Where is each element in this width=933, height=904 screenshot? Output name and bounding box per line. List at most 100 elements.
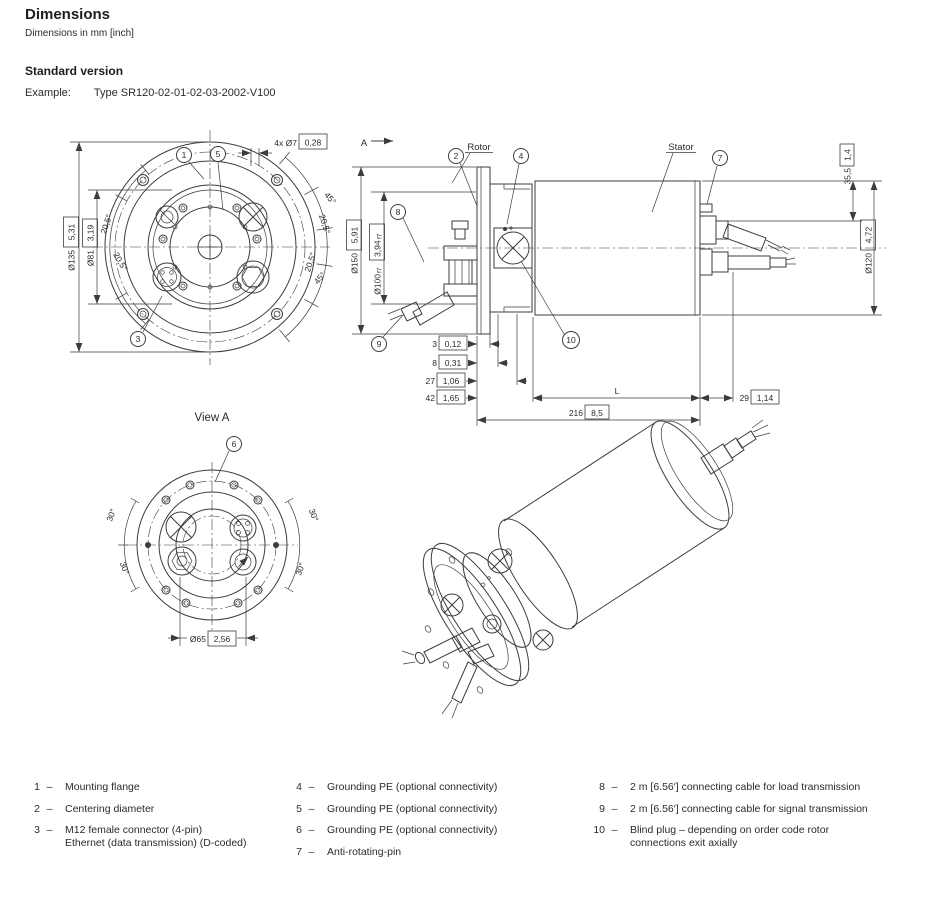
dim-216: 216 8,5 — [569, 404, 610, 420]
svg-text:Ø150: Ø150 — [350, 253, 360, 274]
svg-text:Rotor: Rotor — [467, 142, 490, 153]
legend-item-3: 3 – M12 female connector (4-pin) Etherne… — [27, 824, 282, 850]
svg-text:1,14: 1,14 — [757, 393, 774, 403]
balloon-7: 7 — [706, 150, 728, 205]
balloon-3-number: 3 — [136, 334, 141, 344]
svg-text:9: 9 — [377, 339, 382, 349]
balloon-4: 4 — [503, 148, 529, 231]
legend-item-9: 9 – 2 m [6.56′] connecting cable for sig… — [592, 803, 922, 816]
legend-item-number: 7 — [296, 845, 302, 858]
legend-item-text: Centering diameter — [65, 802, 155, 815]
legend-item-number: 3 — [34, 824, 40, 836]
dim-bolt-circle: Ø65 2,56 — [168, 577, 258, 647]
dim-29: 29 1,14 — [740, 389, 780, 405]
balloon-8: 8 — [390, 204, 425, 263]
length-dim-chain: 3 0,12 8 0,31 27 1,06 42 1,65 — [426, 272, 780, 426]
svg-text:35,5: 35,5 — [843, 168, 853, 185]
m12-connector — [152, 262, 182, 292]
view-arrow-label: A — [361, 138, 368, 149]
example-label: Example: — [25, 87, 71, 99]
svg-text:8,5: 8,5 — [591, 408, 603, 418]
balloon-3: 3 — [130, 295, 163, 347]
dim-pitch-diameter: Ø81 3,19 — [82, 189, 172, 305]
legend-item-number: 1 — [34, 781, 40, 793]
view-a-gland — [167, 546, 197, 576]
dim-mounting-holes: 4x Ø7 0,28 — [238, 133, 328, 166]
legend-item-number: 8 — [599, 781, 605, 793]
legend-item-dash: – — [308, 781, 315, 793]
aux-connector — [155, 205, 179, 229]
dim-27: 27 1,06 — [426, 372, 466, 388]
svg-text:f7: f7 — [377, 233, 384, 239]
svg-text:Ø100: Ø100 — [373, 274, 383, 295]
iso-flange-holes — [424, 548, 513, 694]
angle-30-right-bottom: 30° — [293, 561, 307, 577]
view-a-title: View A — [195, 412, 230, 424]
balloon-5-number: 5 — [216, 149, 221, 159]
legend-item-text-line2: connections exit axially — [630, 837, 738, 849]
legend-item-text-line1: M12 female connector (4-pin) — [65, 824, 203, 836]
legend-item-8: 8 – 2 m [6.56′] connecting cable for loa… — [592, 781, 922, 794]
svg-text:6: 6 — [232, 439, 237, 449]
example-value: Type SR120-02-01-02-03-2002-V100 — [93, 87, 276, 99]
iso-connectors — [401, 614, 502, 719]
legend-item-number: 6 — [296, 824, 302, 836]
iso-screws — [440, 548, 554, 651]
rotor-label: Rotor — [451, 142, 493, 184]
legend-item-number: 10 — [593, 824, 605, 836]
svg-text:3,94: 3,94 — [373, 240, 383, 257]
signal-cable — [699, 248, 796, 276]
legend-item-5: 5 – Grounding PE (optional connectivity) — [289, 803, 579, 816]
legend-item-number: 5 — [296, 802, 302, 815]
legend-item-dash: – — [611, 781, 618, 793]
dim-pitch-mm: Ø81 — [86, 250, 96, 266]
dim-flange-diameter: Ø135 5,31 — [63, 141, 207, 353]
legend-item-text: 2 m [6.56′] connecting cable for load tr… — [630, 781, 861, 793]
legend-item-dash: – — [308, 824, 315, 836]
legend-item-dash: – — [46, 824, 53, 836]
balloon-9: 9 — [371, 313, 405, 352]
view-a-blind-plug — [165, 511, 197, 543]
legend-item-text-line2: Ethernet (data transmission) (D-coded) — [65, 837, 247, 849]
svg-text:8: 8 — [432, 358, 437, 368]
svg-text:3: 3 — [432, 339, 437, 349]
legend-item-number: 2 — [34, 802, 40, 815]
legend-column-1: 1 – Mounting flange 2 – Centering diamet… — [27, 781, 282, 859]
legend-item-dash: – — [611, 824, 618, 836]
angle-30-left-bottom: 30° — [118, 560, 132, 576]
legend-item-text: M12 female connector (4-pin) Ethernet (d… — [59, 824, 247, 850]
balloon-5: 5 — [210, 146, 226, 211]
dim-holes-inch: 0,28 — [305, 138, 322, 148]
legend-item-text: Mounting flange — [65, 781, 140, 793]
dim-centering-dia: Ø100 f7 3,94 f7 — [369, 191, 476, 305]
example-line: Example: Type SR120-02-01-02-03-2002-V100 — [25, 87, 275, 99]
svg-text:216: 216 — [569, 408, 583, 418]
legend-item-dash: – — [308, 802, 315, 815]
balloon-1: 1 — [176, 147, 205, 180]
legend-item-10: 10 – Blind plug – depending on order cod… — [592, 824, 922, 850]
svg-text:2: 2 — [454, 151, 459, 161]
balloon-10: 10 — [520, 260, 580, 349]
side-view: A — [346, 137, 886, 426]
legend-item-text: 2 m [6.56′] connecting cable for signal … — [630, 802, 868, 815]
view-a-arrow: A — [361, 137, 393, 149]
legend-item-text: Grounding PE (optional connectivity) — [327, 802, 498, 815]
angle-30-right-top: 30° — [307, 507, 321, 523]
svg-text:8: 8 — [396, 207, 401, 217]
svg-text:1,4: 1,4 — [843, 149, 853, 161]
svg-text:5,91: 5,91 — [350, 226, 360, 243]
dim-42: 42 1,65 — [426, 389, 466, 405]
legend-item-text: Blind plug – depending on order code rot… — [624, 824, 829, 850]
dim-8: 8 0,31 — [432, 354, 468, 370]
svg-text:0,31: 0,31 — [445, 358, 462, 368]
svg-text:0,12: 0,12 — [445, 339, 462, 349]
anti-rotating-pin — [699, 203, 713, 213]
legend-item-2: 2 – Centering diameter — [27, 803, 282, 816]
grounding-screws — [158, 203, 262, 291]
svg-text:1,65: 1,65 — [443, 393, 460, 403]
dim-L: L — [615, 386, 620, 396]
svg-text:10: 10 — [566, 335, 576, 345]
svg-text:Stator: Stator — [668, 142, 693, 153]
